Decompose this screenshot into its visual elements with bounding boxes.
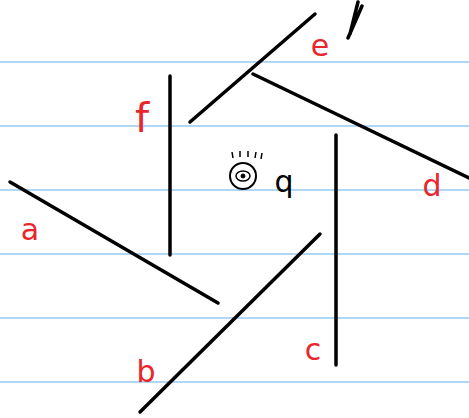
segment-label: c [305, 335, 322, 365]
ruled-lines [0, 62, 469, 382]
point-label: q [274, 167, 293, 197]
segment-label: e [311, 31, 329, 61]
segment-label: a [21, 215, 39, 245]
segment-label: b [136, 357, 155, 387]
segment-label: f [135, 98, 149, 138]
segment-label: d [422, 171, 441, 201]
eye-symbol [230, 151, 262, 189]
mirror-segments [10, 2, 469, 412]
